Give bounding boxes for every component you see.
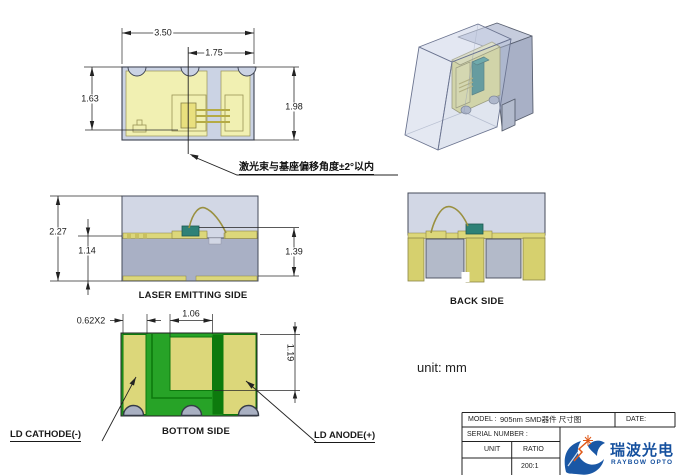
bottom-side-caption: BOTTOM SIDE xyxy=(162,426,230,437)
castellation-half-hole xyxy=(237,404,260,417)
bond-wire-arc xyxy=(188,206,227,234)
dim-top-width: 3.50 xyxy=(153,27,173,38)
castellation-notch xyxy=(180,66,200,77)
anode-label: LD ANODE(+) xyxy=(314,430,376,443)
castellation-notch xyxy=(237,66,257,77)
logo-english-name: RAYBOW OPTO xyxy=(611,459,674,466)
dim-bottom-center: 1.06 xyxy=(181,308,201,319)
dim-bottom-length: 1.19 xyxy=(285,343,296,362)
isometric-3d-view xyxy=(404,22,534,151)
unit-note: unit: mm xyxy=(417,360,467,375)
trace-separator xyxy=(212,334,223,415)
anode-leader xyxy=(245,380,317,443)
title-block-table xyxy=(461,412,676,475)
unit-column-header: UNIT xyxy=(484,446,501,453)
beam-angle-note: 激光束与基座偏移角度±2°以内 xyxy=(239,162,375,175)
laser-chip-side xyxy=(181,225,200,237)
dim-side-base: 1.14 xyxy=(77,245,97,256)
top-view-drawing xyxy=(84,28,398,176)
center-pad xyxy=(169,336,213,391)
bottom-side-drawing xyxy=(101,314,317,443)
dim-bottom-pads: 0.62X2 xyxy=(75,315,107,326)
ratio-value: 200:1 xyxy=(521,463,539,470)
cathode-label: LD CATHODE(-) xyxy=(10,429,82,442)
dim-side-total: 2.27 xyxy=(48,226,68,237)
serial-number-label: SERIAL NUMBER : xyxy=(467,430,528,438)
dim-top-half: 1.75 xyxy=(204,47,224,58)
laser-chip-back xyxy=(465,223,484,235)
dim-side-emit: 1.39 xyxy=(284,246,304,257)
dim-top-depth-left: 1.63 xyxy=(80,93,100,103)
model-value: 905nm SMD器件 尺寸图 xyxy=(500,414,582,424)
laser-emitting-side-drawing xyxy=(50,195,299,295)
beam-note-leader xyxy=(191,155,398,176)
castellation-half-hole xyxy=(122,404,145,417)
cathode-pad xyxy=(122,334,147,415)
bond-wire-arc xyxy=(430,205,469,234)
logo-chinese-name: 瑞波光电 xyxy=(610,442,675,459)
ratio-column-header: RATIO xyxy=(523,446,544,453)
castellation-notch xyxy=(127,66,147,77)
back-side-caption: BACK SIDE xyxy=(449,296,505,307)
laser-emitting-side-caption: LASER EMITTING SIDE xyxy=(138,290,248,301)
back-side-drawing xyxy=(407,192,546,283)
model-label: MODEL : xyxy=(468,416,497,423)
cathode-leader xyxy=(101,376,137,442)
raybow-logo-icon xyxy=(564,435,605,475)
date-label: DATE: xyxy=(626,416,647,423)
castellation-half-hole xyxy=(180,404,203,417)
anode-pad xyxy=(222,334,257,415)
dim-top-depth-right: 1.98 xyxy=(284,101,304,111)
